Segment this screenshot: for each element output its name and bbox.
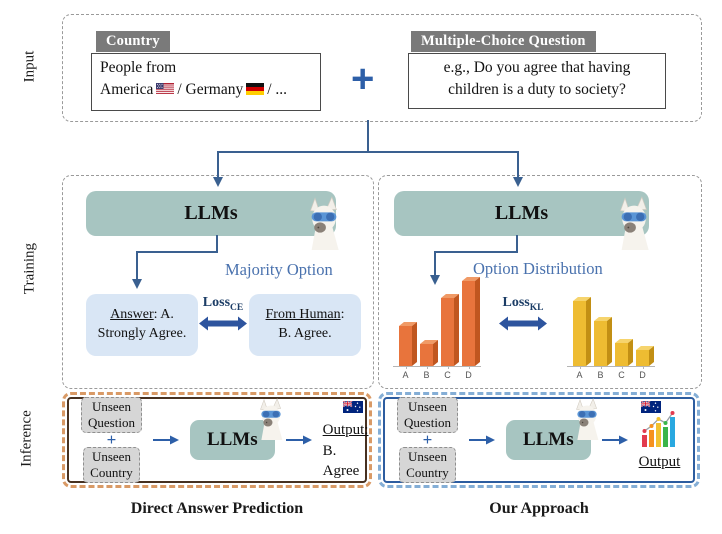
- answer-rest: : A.: [153, 307, 174, 323]
- country-america: America: [100, 81, 154, 99]
- country-box: People from America / Germany / ...: [91, 53, 321, 111]
- mcq-header: Multiple-Choice Question: [411, 31, 596, 52]
- unseen-question-box: Unseen Question: [81, 396, 142, 434]
- plus-sign-small: +: [422, 430, 433, 450]
- unseen-stack: Unseen Question + Unseen Country: [397, 396, 458, 484]
- right-arrow-icon: [601, 435, 628, 445]
- plus-sign: +: [351, 57, 375, 101]
- llm-label: LLMs: [206, 429, 258, 450]
- bar-D: D: [636, 350, 649, 380]
- bar-C: C: [615, 343, 628, 380]
- answer-line2: Strongly Agree.: [97, 326, 187, 341]
- loss-kl-label: Loss: [502, 295, 530, 310]
- llm-label: LLMs: [522, 429, 574, 450]
- output-block-left: Output: B. Agree: [322, 399, 369, 481]
- bar-A: A: [573, 301, 586, 380]
- human-line2: B. Agree.: [278, 326, 332, 341]
- answer-box: Answer: A. Strongly Agree.: [86, 294, 198, 356]
- human-underlined: From Human: [265, 307, 341, 323]
- loss-ce-label: Loss: [202, 295, 231, 310]
- inference-right-box: Unseen Question + Unseen Country LLMs Ou…: [378, 392, 700, 488]
- right-arrow-icon: [285, 435, 312, 445]
- right-arrow-icon: [468, 435, 495, 445]
- country-line1: People from: [100, 59, 177, 76]
- inference-left-box: Unseen Question + Unseen Country LLMs Ou…: [62, 392, 372, 488]
- section-label-inference: Inference: [18, 410, 35, 467]
- double-arrow-icon: [499, 316, 547, 331]
- colorful-bar-chart-icon: [639, 409, 681, 454]
- country-more: / ...: [267, 81, 288, 99]
- mcq-line1: e.g., Do you agree that having: [443, 59, 631, 76]
- bar-D: D: [462, 281, 475, 380]
- training-left-frame: LLMs Majority Option Answer: A. Strongly…: [62, 175, 374, 389]
- llama-icon: [253, 398, 289, 446]
- llm-pill-left: LLMs: [86, 191, 336, 236]
- right-arrow-icon: [152, 435, 179, 445]
- bar-C: C: [441, 298, 454, 380]
- llama-icon: [611, 196, 657, 255]
- mcq-box: e.g., Do you agree that having children …: [408, 53, 666, 109]
- de-flag-icon: [246, 80, 265, 102]
- country-header: Country: [96, 31, 170, 52]
- bar-B: B: [594, 321, 607, 380]
- llm-pill-right: LLMs: [394, 191, 649, 236]
- llama-icon: [301, 196, 347, 255]
- loss-ce-sub: CE: [230, 302, 244, 313]
- output-block-right: Output: [638, 400, 681, 471]
- bar-B: B: [420, 344, 433, 380]
- answer-underlined: Answer: [110, 307, 154, 323]
- output-value: B. Agree: [322, 442, 360, 479]
- unseen-stack: Unseen Question + Unseen Country: [81, 396, 142, 484]
- section-label-training: Training: [21, 242, 38, 295]
- llm-pill-inference-left: LLMs: [189, 398, 283, 460]
- llm-pill-inference-right: LLMs: [505, 398, 599, 460]
- caption-direct-answer: Direct Answer Prediction: [130, 500, 304, 517]
- output-label: Output: [638, 454, 681, 470]
- loss-kl-group: LossKL: [495, 296, 551, 336]
- double-arrow-icon: [199, 316, 247, 331]
- from-human-box: From Human: B. Agree.: [249, 294, 361, 356]
- section-label-input: Input: [21, 50, 38, 83]
- unseen-country-box: Unseen Country: [83, 446, 140, 484]
- llama-icon: [569, 398, 605, 446]
- au-flag-icon: [342, 399, 369, 419]
- bar-A: A: [399, 326, 412, 380]
- input-section-frame: Country People from America / Germany / ..…: [62, 14, 702, 122]
- us-flag-icon: [156, 80, 175, 102]
- loss-kl-sub: KL: [529, 302, 544, 313]
- mcq-line2: children is a duty to society?: [448, 81, 626, 99]
- output-label: Output:: [322, 422, 369, 439]
- plus-sign-small: +: [106, 430, 117, 450]
- unseen-country-box: Unseen Country: [399, 446, 456, 484]
- caption-our-approach: Our Approach: [489, 500, 589, 517]
- majority-option-title: Majority Option: [225, 260, 333, 279]
- loss-ce-group: LossCE: [197, 296, 249, 336]
- human-rest: :: [340, 307, 345, 323]
- unseen-question-box: Unseen Question: [397, 396, 458, 434]
- au-flag-icon: [640, 400, 661, 418]
- country-germany: / Germany: [177, 81, 244, 99]
